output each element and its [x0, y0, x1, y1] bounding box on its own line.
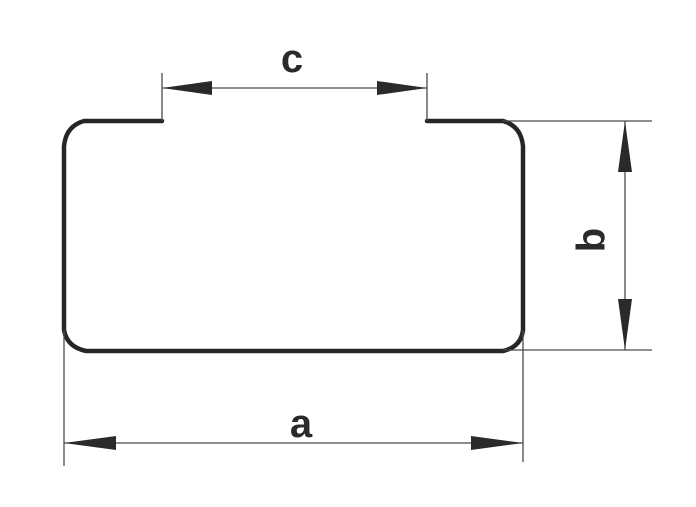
extension-lines	[63, 73, 652, 466]
dimension-label-a: a	[290, 402, 313, 446]
arrowhead-c-right	[377, 81, 427, 95]
dimension-a: a	[64, 402, 523, 450]
arrowhead-c-left	[162, 81, 212, 95]
dimension-c: c	[162, 37, 427, 95]
arrowhead-a-left	[64, 436, 116, 450]
dimension-b: b	[570, 121, 632, 350]
arrowhead-a-right	[471, 436, 523, 450]
dimension-label-b: b	[570, 228, 614, 252]
arrowhead-b-bottom	[618, 299, 632, 350]
arrowhead-b-top	[618, 121, 632, 172]
profile-outline	[61, 118, 526, 354]
dimension-label-c: c	[281, 37, 303, 81]
